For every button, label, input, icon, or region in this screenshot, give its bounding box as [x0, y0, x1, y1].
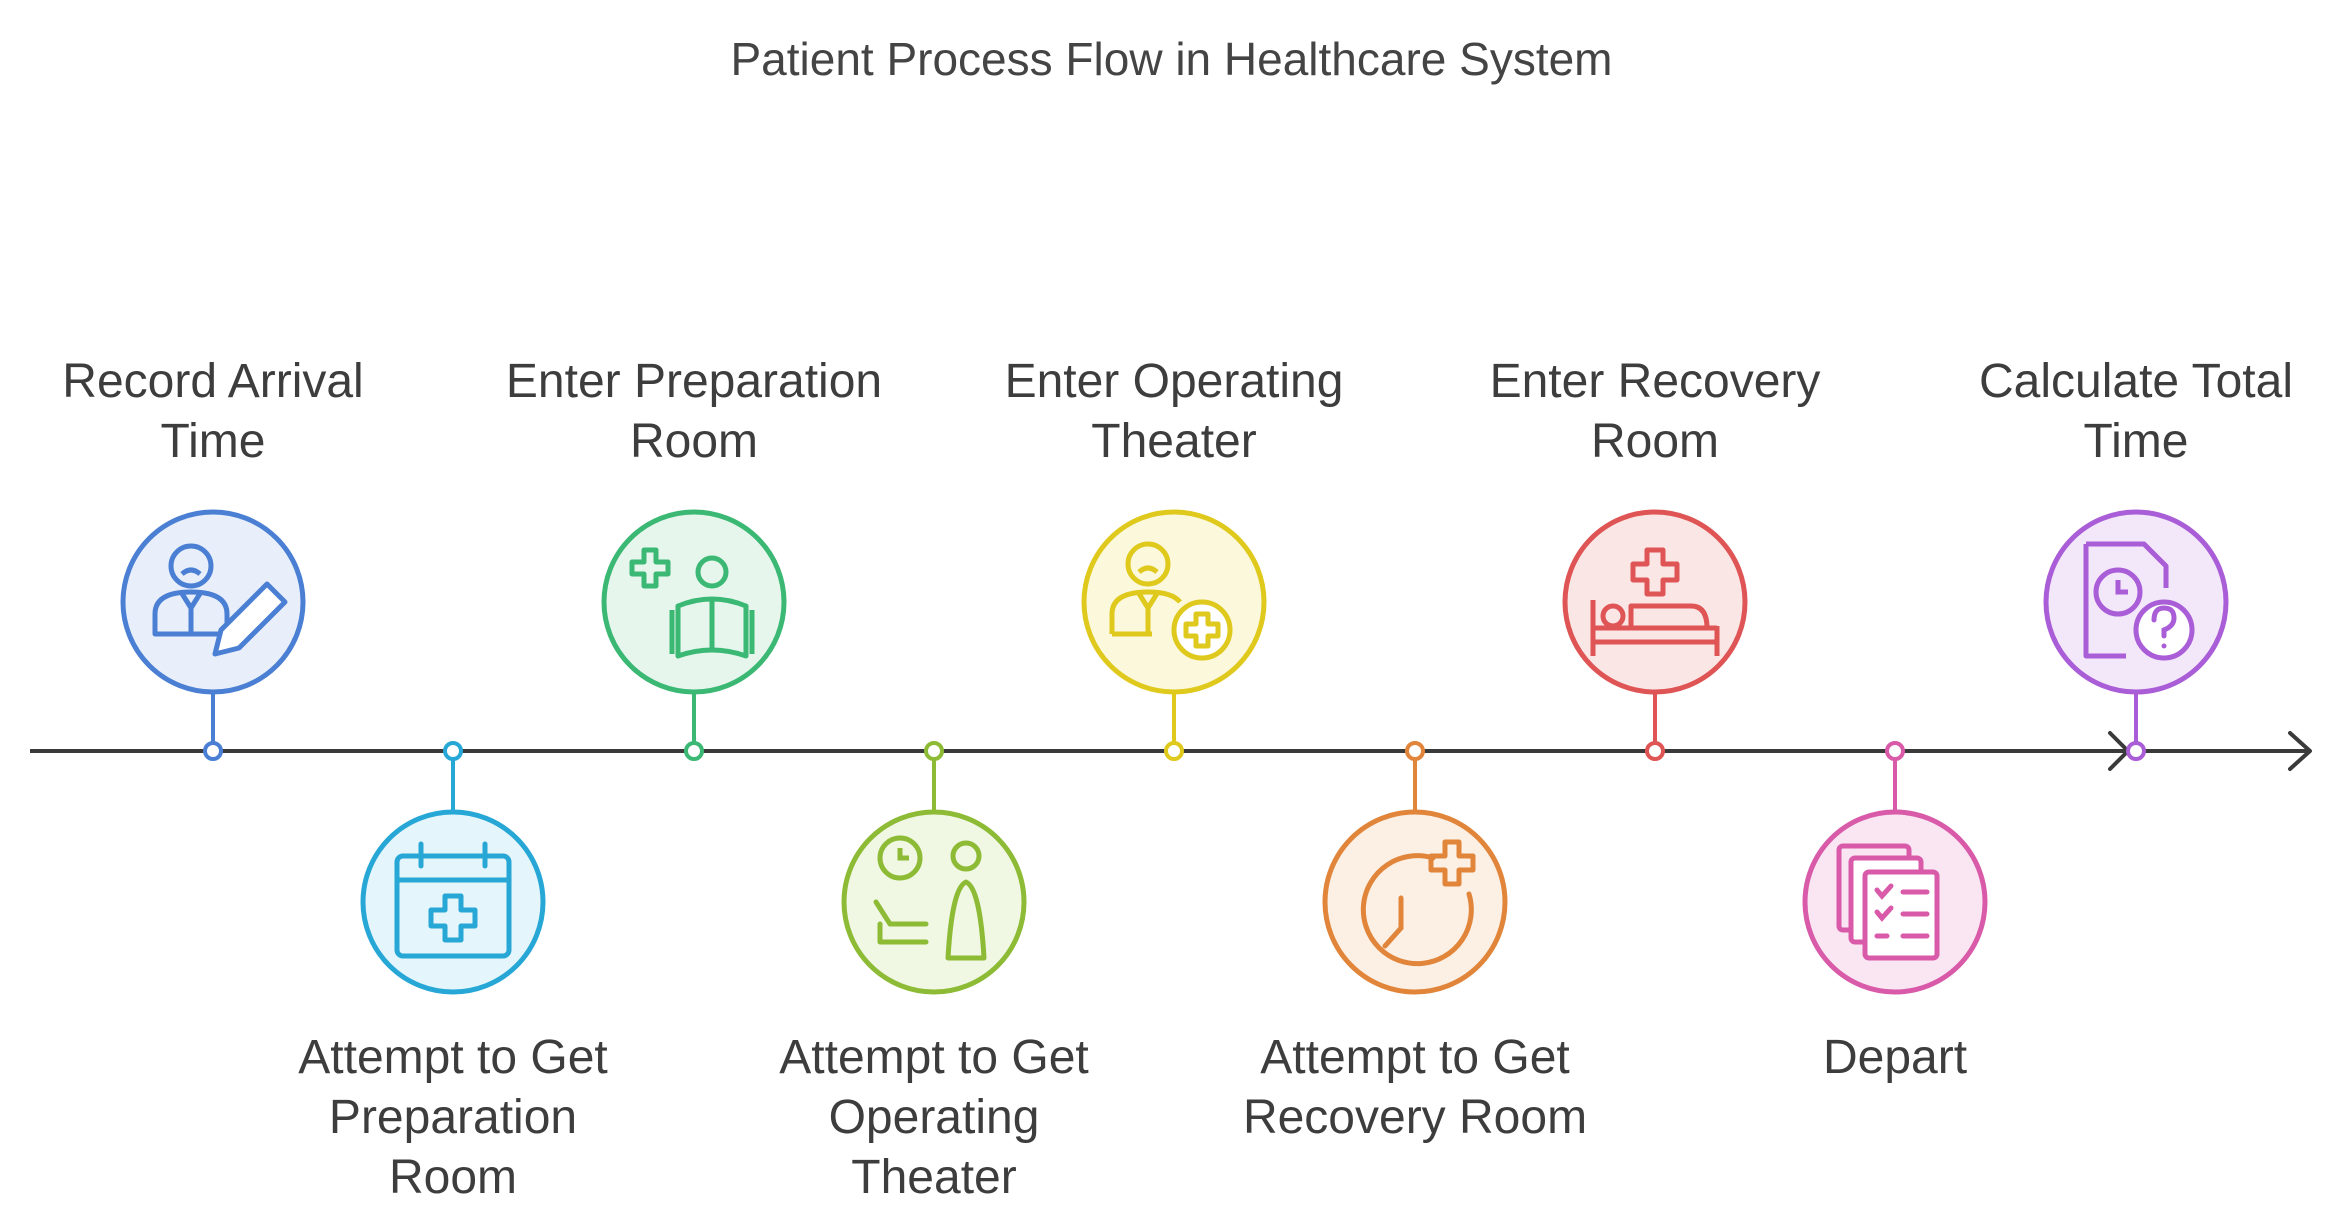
step-circle	[841, 809, 1027, 995]
step-node-6	[1322, 741, 1508, 995]
step-circle	[120, 509, 306, 695]
step-node-4	[841, 741, 1027, 995]
time-question-icon	[2083, 541, 2195, 661]
timeline-arrowhead	[2288, 731, 2312, 771]
patient-edit-icon	[152, 543, 288, 657]
clock-person-icon	[873, 835, 987, 961]
step-circle	[1562, 509, 1748, 695]
step-label-9: Calculate Total Time	[1979, 355, 2293, 468]
step-label-7: Enter Recovery Room	[1489, 355, 1821, 468]
clock-plus-icon	[1360, 839, 1476, 967]
timeline-dot	[1645, 741, 1665, 761]
step-node-5	[1081, 509, 1267, 761]
timeline-dot	[443, 741, 463, 761]
timeline-dot	[924, 741, 944, 761]
patient-plus-icon	[1109, 541, 1233, 661]
step-node-3	[601, 509, 787, 761]
step-circle	[360, 809, 546, 995]
step-label-6: Attempt to Get Recovery Room	[1242, 1031, 1588, 1144]
calendar-medical-icon	[394, 841, 512, 959]
step-label-8: Depart	[1822, 1031, 1968, 1084]
timeline-dot	[1885, 741, 1905, 761]
timeline-dot	[2126, 741, 2146, 761]
documents-checklist-icon	[1836, 843, 1940, 961]
step-label-2: Attempt to Get Preparation Room	[298, 1031, 608, 1204]
step-label-3: Enter Preparation Room	[505, 355, 883, 468]
diagram-title: Patient Process Flow in Healthcare Syste…	[730, 33, 1613, 85]
timeline-dot	[203, 741, 223, 761]
step-label-1: Record Arrival Time	[62, 355, 364, 468]
step-label-4: Attempt to Get Operating Theater	[779, 1031, 1089, 1204]
medical-reading-icon	[629, 547, 755, 659]
timeline-dot	[1405, 741, 1425, 761]
step-label-5: Enter Operating Theater	[1004, 355, 1344, 468]
step-node-8	[1802, 741, 1988, 995]
step-node-2	[360, 741, 546, 995]
step-circle	[1081, 509, 1267, 695]
step-node-1	[120, 509, 306, 761]
step-node-9	[2043, 509, 2229, 761]
hospital-bed-icon	[1590, 547, 1720, 656]
step-node-7	[1562, 509, 1748, 761]
timeline-dot	[684, 741, 704, 761]
timeline-dot	[1164, 741, 1184, 761]
